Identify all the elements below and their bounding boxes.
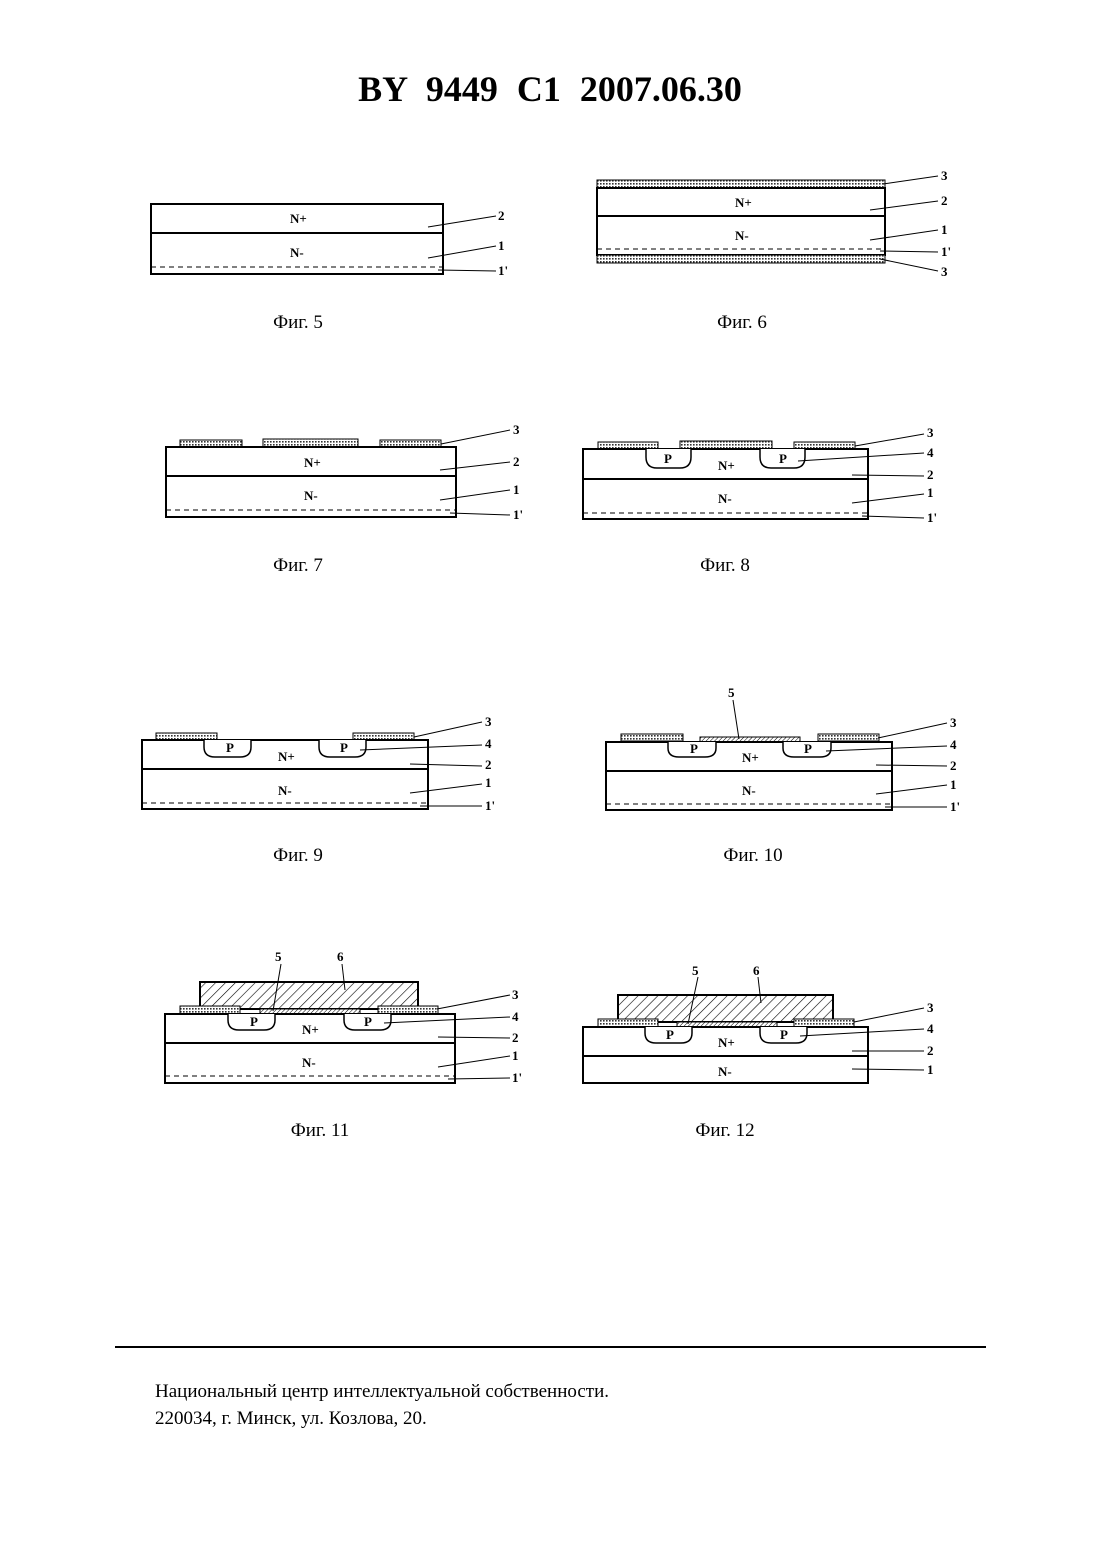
region-p-label: P	[804, 741, 812, 756]
region-p-label: P	[666, 1027, 674, 1042]
region-n-minus-label: N-	[304, 488, 318, 503]
region-n-plus-label: N+	[735, 195, 752, 210]
region-n-minus-label: N-	[718, 491, 732, 506]
callout-6: 6	[337, 949, 344, 964]
callout-2: 2	[941, 193, 948, 208]
region-n-plus-label: N+	[718, 1035, 735, 1050]
callout-3: 3	[512, 987, 519, 1002]
region-n-plus-label: N+	[290, 211, 307, 226]
callout-5: 5	[728, 685, 735, 700]
footer-divider	[115, 1346, 986, 1348]
region-n-plus-label: N+	[302, 1022, 319, 1037]
region-n-plus-label: N+	[304, 455, 321, 470]
callout-3: 3	[927, 425, 934, 440]
callout-3: 3	[941, 264, 948, 279]
callout-2: 2	[485, 757, 492, 772]
callout-3: 3	[950, 715, 957, 730]
callout-2: 2	[513, 454, 520, 469]
callout-5: 5	[275, 949, 282, 964]
region-n-minus-label: N-	[290, 245, 304, 260]
region-p-label: P	[779, 451, 787, 466]
callout-4: 4	[927, 445, 934, 460]
figure-11-caption: Фиг. 11	[240, 1120, 400, 1142]
footer-address: 220034, г. Минск, ул. Козлова, 20.	[155, 1405, 609, 1432]
figure-8: P P N+ N- 3 4 2 1 1'	[583, 425, 937, 525]
callout-1: 1	[513, 482, 520, 497]
callout-2: 2	[927, 467, 934, 482]
region-n-minus-label: N-	[302, 1055, 316, 1070]
region-n-minus-label: N-	[718, 1064, 732, 1079]
callout-2: 2	[498, 208, 505, 223]
callout-1-prime: 1'	[498, 263, 508, 278]
figure-6-caption: Фиг. 6	[662, 312, 822, 334]
callout-1: 1	[950, 777, 957, 792]
region-n-minus-label: N-	[742, 783, 756, 798]
region-n-plus-label: N+	[742, 750, 759, 765]
region-p-label: P	[780, 1027, 788, 1042]
callout-1: 1	[941, 222, 948, 237]
callout-5: 5	[692, 963, 699, 978]
callout-2: 2	[512, 1030, 519, 1045]
callout-4: 4	[927, 1021, 934, 1036]
callout-1-prime: 1'	[485, 798, 495, 813]
callout-3: 3	[941, 168, 948, 183]
region-n-plus-label: N+	[718, 458, 735, 473]
region-p-label: P	[226, 740, 234, 755]
region-p-label: P	[250, 1014, 258, 1029]
figure-7: N+ N- 3 2 1 1'	[166, 422, 523, 522]
region-n-plus-label: N+	[278, 749, 295, 764]
figure-5-caption: Фиг. 5	[218, 312, 378, 334]
callout-4: 4	[950, 737, 957, 752]
callout-6: 6	[753, 963, 760, 978]
callout-2: 2	[927, 1043, 934, 1058]
callout-3: 3	[927, 1000, 934, 1015]
callout-1-prime: 1'	[950, 799, 960, 814]
callout-3: 3	[485, 714, 492, 729]
callout-1: 1	[927, 1062, 934, 1077]
callout-4: 4	[485, 736, 492, 751]
figure-12: P P N+ N- 5 6 3 4 2 1	[583, 963, 934, 1083]
region-p-label: P	[664, 451, 672, 466]
figure-8-caption: Фиг. 8	[645, 555, 805, 577]
callout-2: 2	[950, 758, 957, 773]
callout-1: 1	[512, 1048, 519, 1063]
callout-1-prime: 1'	[513, 507, 523, 522]
callout-1-prime: 1'	[927, 510, 937, 525]
callout-1-prime: 1'	[512, 1070, 522, 1085]
callout-1: 1	[498, 238, 505, 253]
callout-1: 1	[485, 775, 492, 790]
region-p-label: P	[364, 1014, 372, 1029]
figure-10-caption: Фиг. 10	[673, 845, 833, 867]
figure-5: N+ N- 2 1 1'	[151, 204, 508, 278]
footer: Национальный центр интеллектуальной собс…	[155, 1378, 609, 1432]
figure-10: P P N+ N- 5 3 4 2 1 1'	[606, 685, 960, 814]
figure-9: P P N+ N- 3 4 2 1 1'	[142, 714, 495, 813]
figure-9-caption: Фиг. 9	[218, 845, 378, 867]
callout-4: 4	[512, 1009, 519, 1024]
callout-3: 3	[513, 422, 520, 437]
region-n-minus-label: N-	[735, 228, 749, 243]
figure-12-caption: Фиг. 12	[645, 1120, 805, 1142]
figure-6: N+ N- 3 2 1 1' 3	[597, 168, 951, 279]
footer-organization: Национальный центр интеллектуальной собс…	[155, 1378, 609, 1405]
callout-1-prime: 1'	[941, 244, 951, 259]
figure-11: P P N+ N- 5 6 3 4 2 1 1'	[165, 949, 522, 1085]
figure-7-caption: Фиг. 7	[218, 555, 378, 577]
callout-1: 1	[927, 485, 934, 500]
region-p-label: P	[340, 740, 348, 755]
region-n-minus-label: N-	[278, 783, 292, 798]
region-p-label: P	[690, 741, 698, 756]
